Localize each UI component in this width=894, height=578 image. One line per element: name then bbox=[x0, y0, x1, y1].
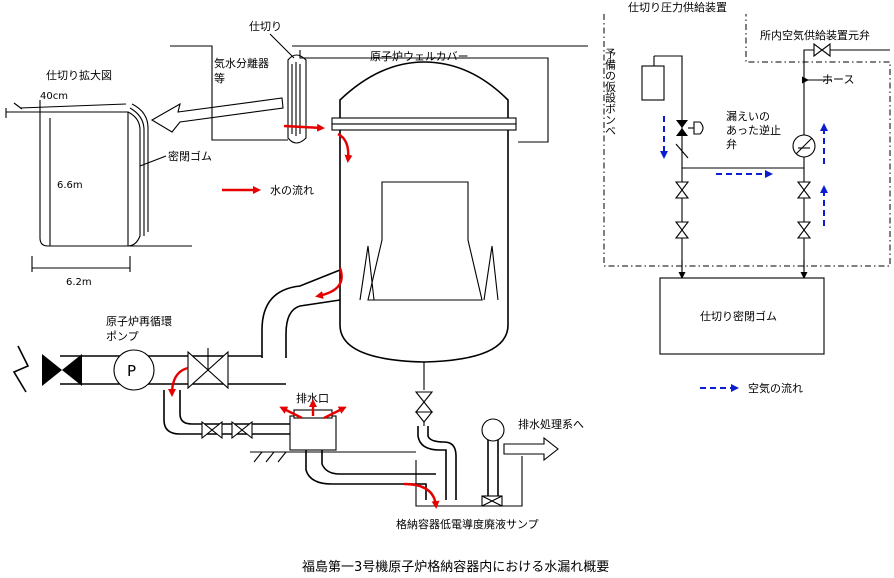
line-valve-b2 bbox=[796, 221, 812, 239]
partition-plate-outline bbox=[39, 118, 128, 247]
drain-port bbox=[289, 415, 337, 451]
water-flow-arrows: 水の流れ bbox=[168, 123, 440, 509]
supply-device-boundary bbox=[603, 14, 891, 267]
plant-air-valve-label: 所内空気供給装置元弁 bbox=[760, 28, 870, 42]
dim-thickness-label: 40cm bbox=[40, 91, 68, 102]
vessel-body bbox=[339, 130, 509, 363]
dim-height-label: 6.6m bbox=[57, 180, 83, 191]
line-valve-a2 bbox=[674, 221, 690, 239]
spare-cylinder bbox=[641, 65, 665, 101]
pressure-supply-device: 仕切り圧力供給装置 所内空気供給装置元弁 予備の仮設ボンベ ホース 漏えいの あ… bbox=[603, 0, 891, 279]
pipe-break-mark bbox=[12, 345, 30, 393]
air-flow-legend-label: 空気の流れ bbox=[748, 381, 803, 395]
sump-label: 格納容器低電導度廃液サンプ bbox=[396, 517, 539, 531]
vessel-internals bbox=[367, 181, 483, 301]
well-cover-label: 原子炉ウェルカバー bbox=[370, 50, 469, 63]
regulator-valve bbox=[676, 120, 688, 136]
water-flow-legend-label: 水の流れ bbox=[270, 183, 314, 197]
check-valve-label-3: 弁 bbox=[726, 137, 737, 151]
partition-element bbox=[287, 54, 307, 144]
pump-symbol: P bbox=[127, 362, 136, 380]
enlarged-view-title: 仕切り拡大図 bbox=[46, 68, 112, 82]
supply-device-title: 仕切り圧力供給装置 bbox=[628, 0, 727, 14]
isolation-valve-black bbox=[42, 354, 82, 386]
enlarged-partition-view: 仕切り拡大図 40cm 6.6m 6.2m 密閉ゴム bbox=[5, 68, 212, 288]
recirculation-loop: P 原子炉再循環 ポンプ bbox=[12, 269, 341, 393]
seal-rubber-label: 密閉ゴム bbox=[168, 149, 212, 163]
partition-seal-box bbox=[659, 277, 825, 355]
enlarged-view-pointer-arrow bbox=[150, 97, 284, 133]
to-drain-arrow bbox=[503, 436, 559, 462]
drain-valve-1 bbox=[201, 420, 223, 440]
spare-cylinder-label: 予備の仮設ボンベ bbox=[604, 48, 617, 136]
to-drain-label: 排水処理系へ bbox=[518, 417, 584, 431]
recirculation-pump bbox=[113, 349, 155, 391]
check-valve-label-2: あった逆止 bbox=[726, 123, 781, 137]
air-flow-arrows: 空気の流れ bbox=[660, 116, 828, 395]
sump-pump bbox=[481, 418, 505, 442]
partition-seal-label: 仕切り密閉ゴム bbox=[700, 309, 777, 323]
recirc-pump-label-2: ポンプ bbox=[106, 330, 139, 343]
reactor-vessel bbox=[331, 61, 517, 390]
separator-label-1: 気水分離器 bbox=[214, 56, 269, 70]
drain-valve-2 bbox=[231, 420, 253, 440]
separator-label-2: 等 bbox=[214, 71, 225, 85]
plant-air-valve bbox=[813, 42, 831, 58]
check-valve-label-1: 漏えいの bbox=[726, 110, 770, 123]
recirc-pump-label-1: 原子炉再循環 bbox=[106, 315, 172, 328]
drain-piping: 排水口 bbox=[163, 390, 457, 500]
vessel-head bbox=[339, 61, 509, 118]
line-valve-b1 bbox=[796, 181, 812, 199]
hose-label: ホース bbox=[822, 73, 854, 86]
partition-label: 仕切り bbox=[249, 20, 282, 33]
reactor-well: 気水分離器 等 仕切り 原子炉ウェルカバー bbox=[170, 20, 588, 144]
drain-port-label: 排水口 bbox=[296, 391, 329, 405]
dim-width-label: 6.2m bbox=[66, 277, 92, 288]
vessel-drain-valve-1 bbox=[414, 391, 434, 413]
figure-caption: 福島第一3号機原子炉格納容器内における水漏れ概要 bbox=[302, 559, 609, 575]
sump: 格納容器低電導度廃液サンプ 排水処理系へ bbox=[396, 417, 584, 531]
line-valve-a1 bbox=[674, 181, 690, 199]
